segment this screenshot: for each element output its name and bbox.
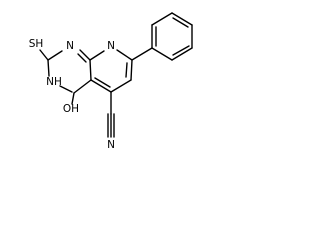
bond-c7-phenyl — [131, 47, 153, 61]
atom-labels: SH N NH N OH N — [29, 38, 115, 151]
bond-c2-n1 — [47, 50, 63, 61]
atom-label-nitrile-n: N — [107, 139, 115, 151]
bond-c4-c4a — [73, 79, 92, 94]
atom-label-n1: N — [66, 40, 74, 52]
bond-c8a-n1 — [79, 49, 91, 61]
bond-ph-5 — [151, 12, 173, 26]
bond-c7-c6-double — [125, 62, 128, 78]
bond-ph-double-b — [172, 45, 190, 56]
chemical-structure: SH N NH N OH N — [29, 12, 193, 151]
bond-c7-c6 — [130, 59, 133, 81]
bond-ph-2 — [171, 47, 193, 61]
atom-label-n8: N — [107, 40, 115, 52]
bond-c4a-c8a — [89, 59, 92, 81]
bond-c2-n3 — [47, 59, 50, 77]
bond-n3-c4 — [59, 85, 73, 93]
bond-c5-c4a — [90, 79, 112, 93]
bond-c5-c4a-double — [94, 77, 111, 88]
atom-label-oh: OH — [63, 103, 79, 115]
bond-c6-c5 — [110, 79, 132, 93]
atom-label-sh: SH — [29, 38, 44, 50]
atom-label-nh: NH — [46, 76, 62, 88]
bond-ph-4 — [171, 12, 193, 26]
bond-ph-1 — [151, 47, 173, 61]
bond-ph-double-c — [172, 17, 189, 28]
bond-n8-c7 — [116, 49, 133, 61]
bond-c4-oh — [71, 92, 75, 105]
bond-c8a-n1-double — [77, 53, 87, 63]
bond-c2-sh — [39, 49, 49, 61]
bonds — [39, 12, 193, 138]
bond-c8a-n8 — [89, 50, 105, 61]
